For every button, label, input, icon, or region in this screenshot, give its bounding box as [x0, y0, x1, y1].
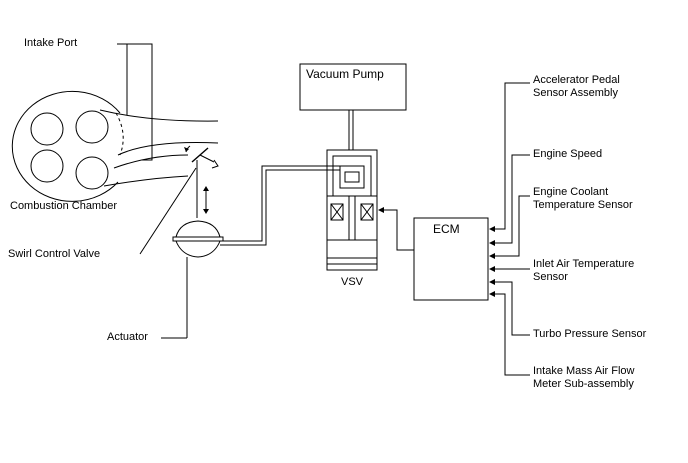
actuator-bottom-half: [175, 240, 221, 258]
actuator-top-half: [175, 220, 221, 238]
actuator-graphic: [161, 220, 224, 339]
label-accelerator-pedal: Accelerator Pedal Sensor Assembly: [533, 74, 620, 99]
vsv-coil-right: [360, 203, 374, 221]
vacuum-line-outer: [220, 165, 340, 242]
chamber-outline: [11, 90, 121, 202]
vacuum-pump-graphic: [299, 63, 407, 150]
label-vacuum-pump: Vacuum Pump: [306, 67, 384, 81]
label-engine-coolant: Engine Coolant Temperature Sensor: [533, 186, 633, 211]
port-lower-wall: [103, 175, 189, 187]
combustion-chamber-graphic: [11, 90, 124, 202]
wire-accelerator: [493, 82, 530, 230]
vsv-valve-spool: [339, 165, 365, 189]
intake-port-leader-a: [117, 43, 153, 161]
label-turbo-pressure: Turbo Pressure Sensor: [533, 328, 647, 340]
label-inlet-air: Inlet Air Temperature Sensor: [533, 258, 635, 283]
label-engine-speed: Engine Speed: [533, 148, 603, 160]
valve-circle-bottom-left: [30, 149, 64, 183]
stroke-arrow-down: [203, 209, 209, 214]
vacuum-line: [220, 165, 340, 246]
ecm-vsv-wire: [382, 209, 414, 251]
chamber-dashed-boundary: [115, 112, 124, 156]
valve-circle-top-right: [75, 110, 109, 144]
port-middle-lower: [113, 154, 189, 169]
vsv-coil-right-x2: [360, 203, 374, 221]
vsv-valve-chamber: [332, 155, 372, 197]
label-intake-mass-air: Intake Mass Air Flow Meter Sub-assembly: [533, 365, 635, 390]
label-ecm: ECM: [433, 222, 460, 236]
wire-engine-speed: [493, 154, 530, 244]
vsv-coil-left-x2: [330, 203, 344, 221]
vsv-outline: [326, 149, 378, 271]
label-intake-port: Intake Port: [24, 37, 78, 49]
vsv-graphic: [326, 149, 378, 271]
label-vsv: VSV: [341, 276, 364, 288]
label-swirl-control-valve: Swirl Control Valve: [8, 248, 101, 260]
valve-shaft: [199, 154, 215, 163]
port-upper-wall: [99, 109, 219, 122]
rotation-arrowhead: [184, 147, 189, 152]
swirl-valve-graphic: [139, 145, 219, 255]
ecm-vsv-arrowhead: [378, 207, 384, 213]
wire-intake-mass-air: [493, 293, 530, 376]
label-combustion-chamber: Combustion Chamber: [10, 200, 117, 212]
stroke-arrow-up: [203, 186, 209, 191]
sensor-input-wires: [489, 82, 530, 376]
vsv-coil-left: [330, 203, 344, 221]
port-middle-upper: [117, 142, 219, 156]
label-actuator: Actuator: [107, 331, 148, 343]
swirl-valve-leader: [139, 167, 197, 255]
valve-lever: [211, 159, 219, 169]
vacuum-line-inner: [220, 169, 340, 246]
wire-engine-coolant: [493, 195, 530, 257]
vsv-valve-inner: [344, 171, 360, 183]
ecm-box: [413, 217, 489, 301]
wire-turbo-pressure: [493, 281, 530, 336]
valve-circle-top-left: [30, 112, 64, 146]
intake-port-graphic: [99, 43, 219, 187]
ecm-to-vsv-signal: [378, 207, 414, 251]
valve-circle-bottom-right: [75, 156, 109, 190]
actuator-diaphragm: [172, 236, 224, 242]
